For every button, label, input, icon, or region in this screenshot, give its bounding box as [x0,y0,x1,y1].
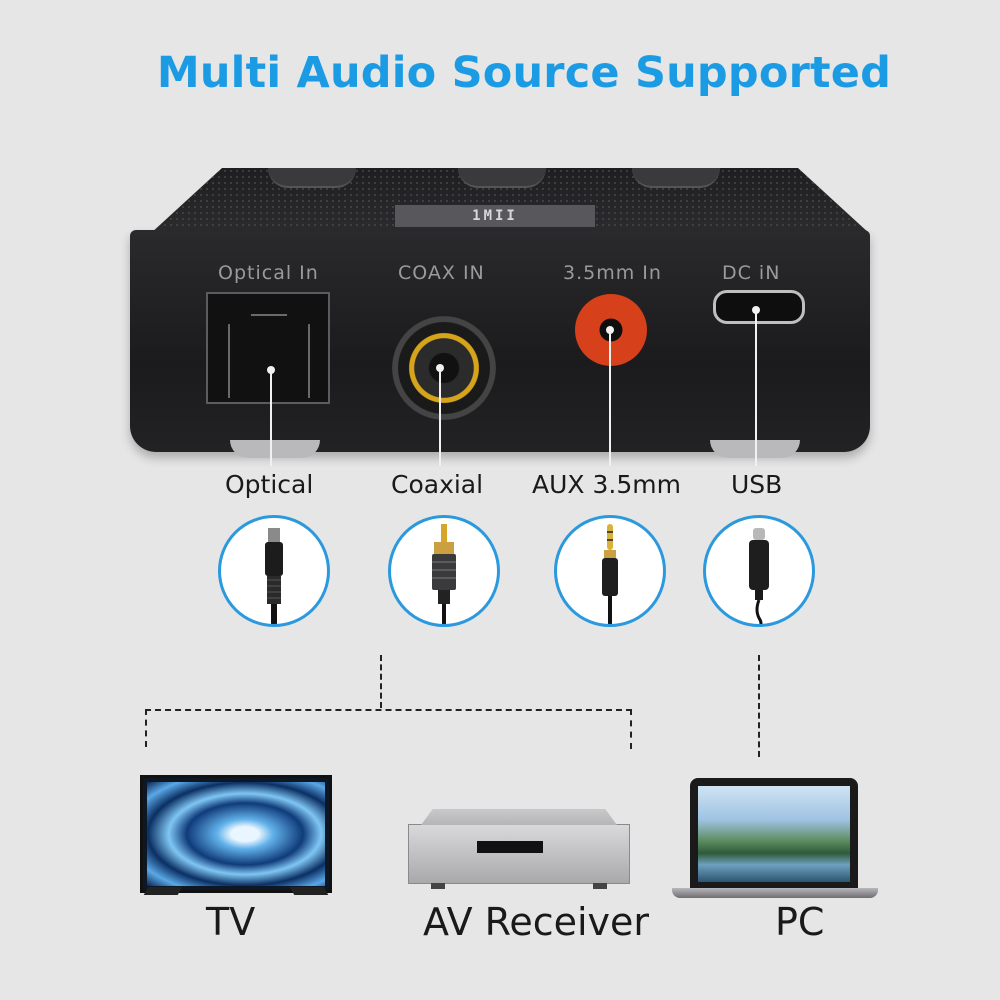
port-label-aux: 3.5mm In [563,262,662,284]
tv-stand [143,887,183,895]
coax-port [392,316,496,420]
tv-icon [140,775,332,893]
leader-line-aux [609,330,611,466]
port-label-optical: Optical In [218,262,319,284]
connector-label-usb: USB [731,470,783,499]
source-label-tv: TV [206,900,256,944]
port-label-dc: DC iN [722,262,781,284]
connector-label-aux: AUX 3.5mm [532,470,681,499]
port-label-coax: COAX IN [398,262,485,284]
brand-logo: 1MII [395,205,595,227]
knob-center [458,168,546,188]
usb-c-plug-icon [703,515,815,627]
toslink-plug-icon [218,515,330,627]
dashed-line [630,709,632,749]
headline: Multi Audio Source Supported [156,48,892,98]
device-foot [230,440,320,458]
usb-port [713,290,805,324]
laptop-icon [690,778,858,888]
tv-stand [289,887,329,895]
dashed-line [380,655,382,708]
optical-port [206,292,330,404]
connector-label-coaxial: Coaxial [391,470,484,499]
knob-left [268,168,356,188]
dashed-line [145,709,147,747]
av-receiver-icon [408,809,630,889]
source-label-pc: PC [775,900,825,944]
dashed-line [145,709,632,711]
leader-line-coax [439,368,441,466]
rca-plug-icon [388,515,500,627]
dashed-line [758,655,760,757]
source-label-av-receiver: AV Receiver [423,900,650,944]
leader-line-optical [270,370,272,466]
leader-line-usb [755,310,757,466]
laptop-base [672,888,878,898]
aux-plug-icon [554,515,666,627]
knob-right [632,168,720,188]
connector-label-optical: Optical [225,470,314,499]
